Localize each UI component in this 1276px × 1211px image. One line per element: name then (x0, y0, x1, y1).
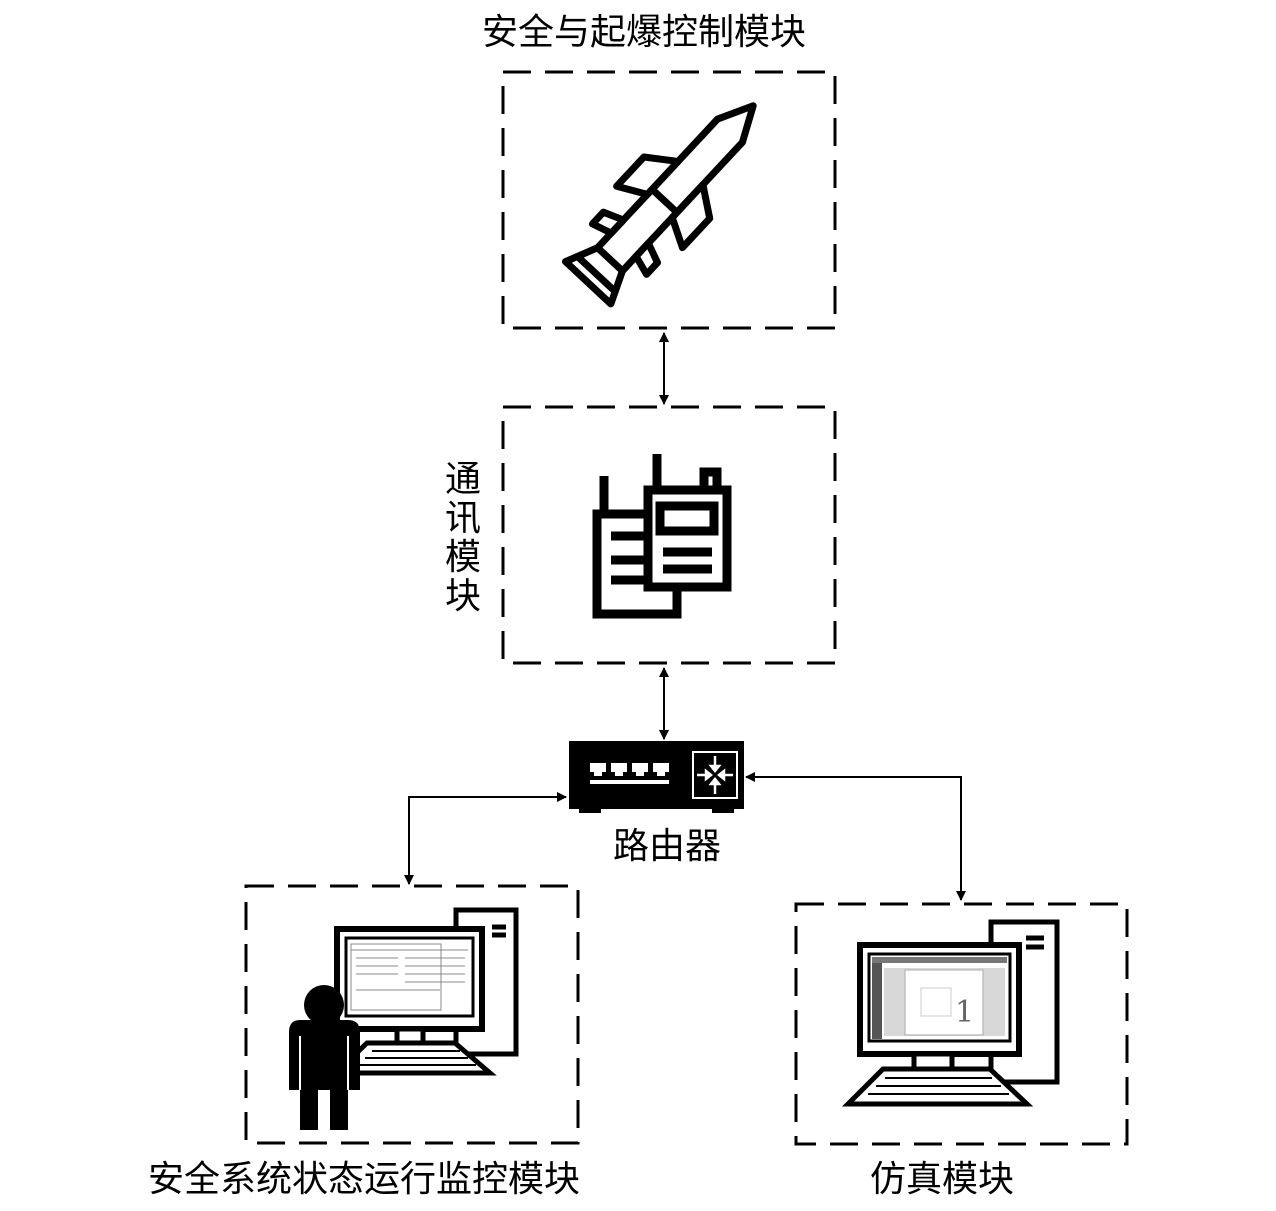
comm-label-char-2: 讯 (444, 498, 481, 539)
simulation-screen-digit: 1 (955, 995, 974, 1030)
sim-module-box (794, 902, 1129, 1146)
router-sim-arrow (745, 772, 966, 901)
walkie-talkie-icon (592, 454, 732, 619)
missile-icon (561, 102, 757, 308)
monitor-module-label: 安全系统状态运行监控模块 (148, 1159, 581, 1200)
comm-module-label: 通 讯 模 块 (443, 460, 483, 616)
operator-computer-icon (289, 907, 519, 1130)
router-icon (569, 741, 744, 813)
sad-module-label: 安全与起爆控制模块 (482, 12, 807, 53)
comm-label-char-3: 模 (444, 537, 481, 578)
computer-icon: 1 (841, 919, 1060, 1107)
router-label: 路由器 (613, 826, 722, 867)
comm-label-char-4: 块 (444, 576, 481, 617)
router-monitor-arrow (404, 792, 567, 885)
sim-module-label: 仿真模块 (870, 1159, 1015, 1200)
comm-label-char-1: 通 (444, 459, 481, 500)
